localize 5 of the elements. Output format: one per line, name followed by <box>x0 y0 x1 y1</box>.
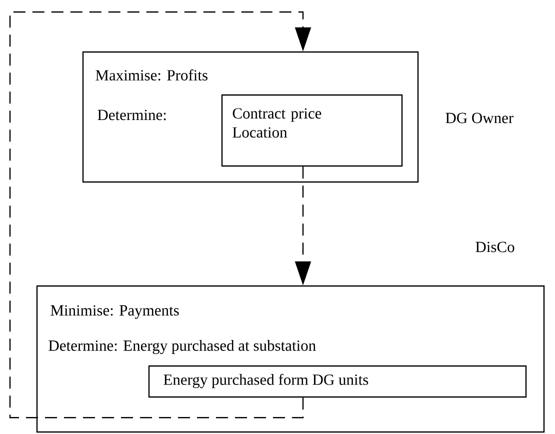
inner-box: Energy purchased form DG units <box>148 365 527 398</box>
side-label: DisCo <box>476 242 514 252</box>
arrow <box>9 11 312 418</box>
inner-box: Contract price Location <box>221 94 403 167</box>
side-label: DG Owner <box>446 112 514 124</box>
